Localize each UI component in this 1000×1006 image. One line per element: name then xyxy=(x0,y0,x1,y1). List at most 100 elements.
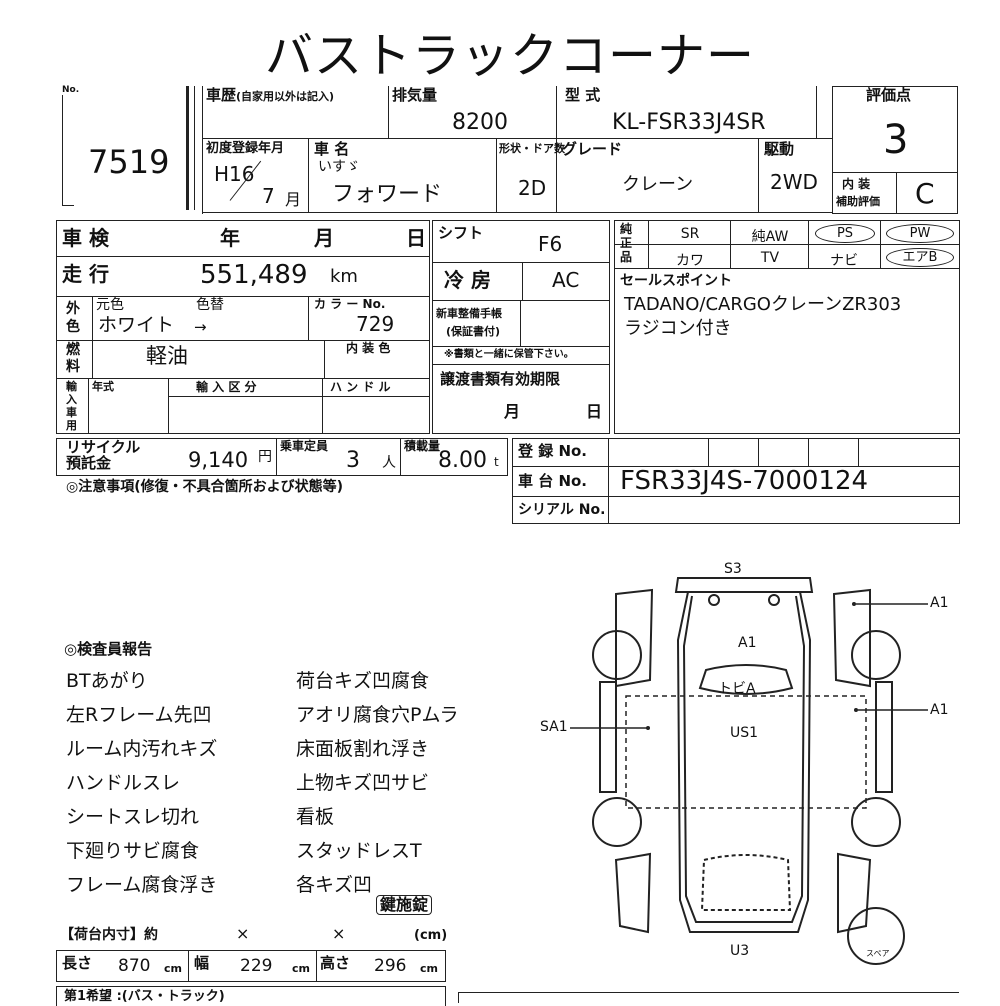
inspection-day: 日 xyxy=(406,226,426,250)
serial-label: シリアル No. xyxy=(518,502,606,518)
cargo-length-label: 長さ xyxy=(62,954,93,972)
first-reg-month-unit: 月 xyxy=(285,190,302,209)
diagram-a1-center: A1 xyxy=(738,635,757,651)
lot-label: No. xyxy=(62,85,80,95)
report-left-item: BTあがり xyxy=(66,670,148,692)
shift-value: F6 xyxy=(538,232,563,256)
report-left-item: フレーム腐食浮き xyxy=(66,874,218,896)
load-label: 積載量 xyxy=(404,439,441,453)
equip-aw: 純AW xyxy=(751,229,789,245)
capacity-label: 乗車定員 xyxy=(280,439,329,453)
equip-sr: SR xyxy=(680,226,700,242)
report-left-item: シートスレ切れ xyxy=(66,806,200,828)
import-label: 輸入車用 xyxy=(66,380,77,432)
cargo-table xyxy=(56,950,446,982)
inspection-month: 月 xyxy=(314,226,334,250)
cargo-width: 229 xyxy=(240,956,273,976)
int-color-label: 内 装 色 xyxy=(346,341,391,355)
ac-label: 冷 房 xyxy=(444,268,491,292)
doors-value: 2D xyxy=(518,176,547,200)
score-value: 3 xyxy=(883,117,909,163)
diagram-us1: US1 xyxy=(730,725,759,741)
orig-color-value: ホワイト xyxy=(98,314,175,336)
score-box xyxy=(832,86,958,214)
doors-label: 形状・ドア数 xyxy=(499,142,565,155)
color-no-value: 729 xyxy=(356,312,395,336)
equip-tv: TV xyxy=(760,250,780,266)
chassis-label: 車 台 No. xyxy=(518,472,588,490)
drive-label: 駆動 xyxy=(764,140,795,158)
model-label: 型 式 xyxy=(565,86,601,104)
manual-note: ※書類と一緒に保管下さい。 xyxy=(444,349,574,360)
cargo-height: 296 xyxy=(374,956,407,976)
color-arrow: → xyxy=(194,318,207,336)
displacement-value: 8200 xyxy=(452,110,508,135)
first-reg-era: H16 xyxy=(214,162,255,186)
equip-label: 純正品 xyxy=(620,222,633,264)
recycle-unit: 円 xyxy=(258,449,272,465)
capacity-value: 3 xyxy=(346,448,360,473)
import-handle-label: ハ ン ド ル xyxy=(330,380,391,394)
equip-leather: カワ xyxy=(676,253,704,269)
grade-label: グレード xyxy=(562,140,623,158)
ext-color-label: 外色 xyxy=(66,301,80,335)
first-reg-month: 7 xyxy=(262,184,275,208)
mileage-value: 551,489 xyxy=(200,260,308,290)
recycle-value: 9,140 xyxy=(188,448,249,472)
page-title: バストラックコーナー xyxy=(265,28,756,84)
transfer-label: 譲渡書類有効期限 xyxy=(440,370,561,388)
cargo-length: 870 xyxy=(118,956,151,976)
load-unit: t xyxy=(494,455,499,469)
cargo-heading: 【荷台内寸】約 xyxy=(60,927,158,943)
inspection-year: 年 xyxy=(220,226,240,250)
diagram-s3: S3 xyxy=(724,561,742,577)
cargo-times-2: × xyxy=(332,924,346,943)
score-label: 評価点 xyxy=(866,86,912,104)
reg-no-label: 登 録 No. xyxy=(518,442,588,460)
load-value: 8.00 xyxy=(438,448,487,473)
diagram-tobi: トビA xyxy=(718,681,756,697)
displacement-label: 排気量 xyxy=(392,86,438,104)
drive-value: 2WD xyxy=(770,170,818,194)
report-left-item: ルーム内汚れキズ xyxy=(66,738,218,760)
diagram-u3: U3 xyxy=(730,943,750,959)
car-name-label: 車 名 xyxy=(314,140,350,158)
sales-point-label: セールスポイント xyxy=(620,273,732,289)
shift-label: シフト xyxy=(438,224,484,242)
diagram-a1-right: A1 xyxy=(930,702,949,718)
mileage-unit: km xyxy=(330,266,358,287)
lock-stamp: 鍵施錠 xyxy=(376,895,433,915)
fuel-value: 軽油 xyxy=(146,344,188,368)
grade-value: クレーン xyxy=(622,174,694,195)
capacity-unit: 人 xyxy=(382,455,396,471)
vehicle-diagram xyxy=(570,577,928,965)
model-value: KL-FSR33J4SR xyxy=(612,110,766,135)
interior-sub-label: 補助評価 xyxy=(836,195,880,208)
ac-value: AC xyxy=(552,268,580,292)
equip-airbag: エアB xyxy=(886,248,954,267)
notes-heading: ◎注意事項(修復・不具合箇所および状態等) xyxy=(66,479,344,495)
history-label: 車歴(自家用以外は記入) xyxy=(206,86,335,104)
inspection-label: 車 検 xyxy=(62,226,109,250)
cargo-height-unit: cm xyxy=(420,962,438,975)
cargo-width-label: 幅 xyxy=(194,954,210,972)
manual-sub: (保証書付) xyxy=(446,325,501,338)
diagram-spare: スペア xyxy=(866,949,890,958)
cargo-unit: (cm) xyxy=(414,928,448,943)
car-name: フォワード xyxy=(332,182,443,207)
first-reg-label: 初度登録年月 xyxy=(206,141,285,156)
lot-bracket-left xyxy=(62,95,63,205)
report-left-item: 左Rフレーム先凹 xyxy=(66,704,212,726)
cargo-preference: 第1希望 :(バス・トラック) xyxy=(64,989,225,1004)
cargo-length-unit: cm xyxy=(164,962,182,975)
report-right-item: 床面板割れ浮き xyxy=(296,738,430,760)
car-maker: いすゞ xyxy=(318,159,360,175)
report-right-item: スタッドレスT xyxy=(296,840,422,862)
report-left-item: ハンドルスレ xyxy=(66,772,181,794)
report-right-item: 看板 xyxy=(296,806,335,828)
lot-number: 7519 xyxy=(88,143,170,181)
diagram-a1-top: A1 xyxy=(930,595,949,611)
manual-label: 新車整備手帳 xyxy=(436,307,502,320)
report-right-item: 上物キズ凹サビ xyxy=(296,772,430,794)
report-heading: ◎検査員報告 xyxy=(64,640,153,658)
